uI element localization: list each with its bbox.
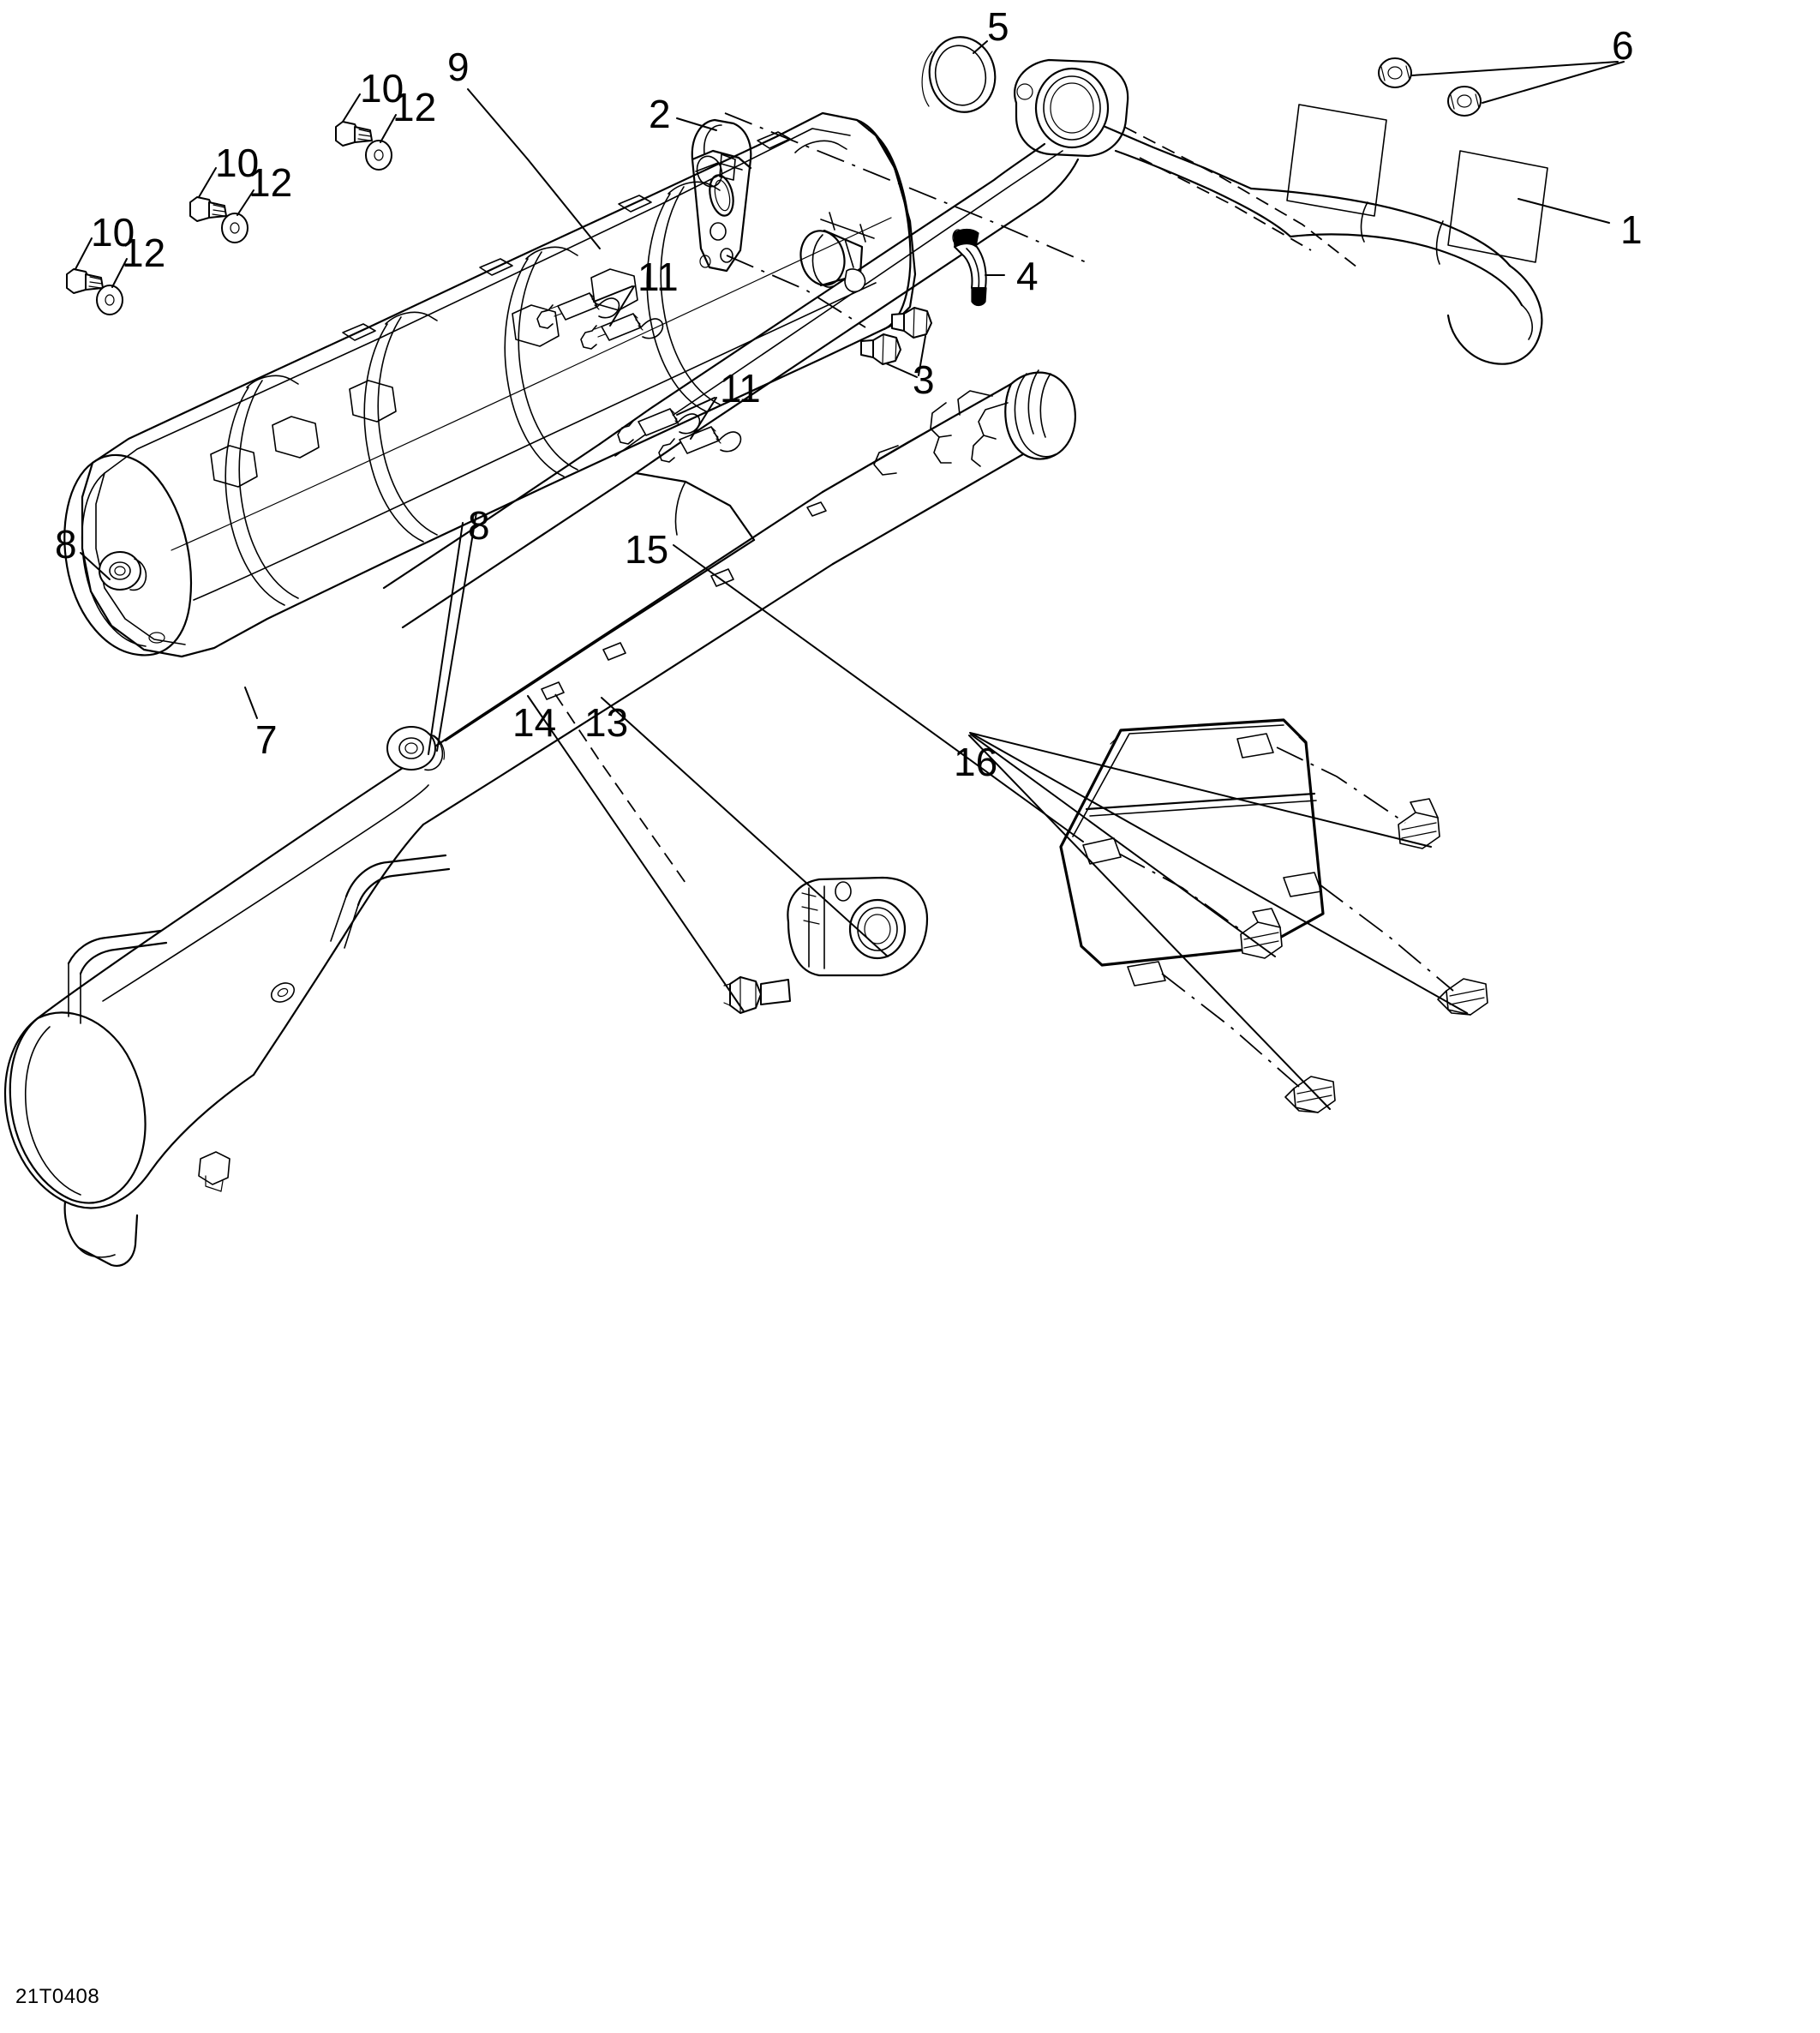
leader-16c	[970, 734, 1276, 957]
callout-10-b: 10	[215, 141, 260, 185]
alignment-shield-clip-4	[1161, 973, 1300, 1088]
leader-12c	[111, 258, 128, 288]
leader-5	[973, 40, 988, 54]
callout-5: 5	[987, 4, 1009, 49]
part-12-shield-washers	[96, 140, 392, 315]
callout-9: 9	[447, 45, 470, 89]
callout-12-a: 12	[392, 85, 437, 129]
callout-11-lower: 11	[720, 366, 761, 411]
leader-11b-1	[676, 397, 715, 416]
part-4-rubber-hose	[952, 228, 987, 307]
part-9-muffler-heat-shield	[63, 111, 917, 658]
callout-12-c: 12	[122, 231, 166, 275]
leader-11a-1	[593, 285, 633, 303]
callout-16: 16	[954, 740, 998, 784]
part-16-retaining-clips	[1240, 798, 1488, 1113]
leader-10a	[342, 93, 361, 123]
sheet-code: 21T0408	[15, 1985, 100, 2008]
part-14-hex-flange-screw	[723, 976, 791, 1014]
part-7-muffler-assembly	[3, 369, 1076, 1267]
alignment-shield-clip-1	[1276, 747, 1406, 824]
leader-14b	[527, 695, 745, 1012]
part-3-flange-bolts	[860, 307, 932, 365]
callout-11-upper: 11	[638, 255, 679, 299]
leader-3a	[885, 363, 918, 378]
callout-10-c: 10	[91, 210, 135, 255]
callout-14: 14	[512, 700, 557, 745]
leader-8a	[428, 522, 464, 755]
callout-12-b: 12	[248, 160, 293, 205]
leader-16b	[971, 733, 1468, 1014]
part-13-mounting-flange	[787, 876, 929, 977]
alignment-pipe-to-flange	[554, 693, 686, 884]
callout-10-a: 10	[360, 66, 404, 111]
callout-2: 2	[649, 92, 671, 136]
leader-11b-2	[690, 397, 717, 440]
callout-1: 1	[1620, 207, 1643, 252]
part-11-springs-lower	[617, 408, 742, 463]
part-8-grommets	[99, 551, 446, 771]
leader-3b	[918, 335, 926, 376]
leader-10c	[75, 237, 93, 270]
leader-10b	[198, 167, 217, 198]
leader-12a	[380, 114, 397, 143]
part-6-flange-nuts	[1378, 57, 1482, 117]
alignment-bracket-to-pipe	[724, 112, 1091, 265]
part-15-pipe-heat-shield	[1059, 718, 1325, 987]
leader-13b	[601, 697, 889, 957]
callout-3: 3	[913, 357, 935, 402]
leader-9	[467, 88, 601, 249]
callout-7: 7	[255, 717, 278, 762]
leader-16d	[968, 735, 1331, 1110]
callout-4: 4	[1016, 254, 1039, 298]
callout-15: 15	[625, 527, 669, 572]
pipe-clamp-collar	[799, 212, 875, 293]
part-2-support-bracket	[691, 118, 752, 273]
leader-15	[673, 544, 1084, 843]
leader-7b	[244, 687, 258, 719]
callout-8-lower: 8	[55, 522, 77, 567]
leader-8-upper	[436, 512, 477, 752]
leader-2	[676, 117, 717, 131]
leader-1	[1518, 198, 1610, 224]
callout-8-upper: 8	[468, 503, 490, 548]
part-5-gasket-ring	[921, 36, 997, 113]
leader-8c	[80, 552, 111, 580]
alignment-shield-clip-3	[1118, 853, 1245, 933]
leader-11a-2	[609, 285, 635, 327]
callout-13: 13	[584, 700, 629, 745]
alignment-shield-clip-2	[1319, 884, 1454, 992]
alignment-bracket-to-bolts	[726, 255, 866, 328]
leader-6b	[1482, 61, 1625, 104]
leader-6a	[1411, 61, 1619, 76]
leader-12b	[236, 189, 254, 216]
part-11-springs-upper	[536, 292, 664, 350]
part-1-exhaust-pipe	[598, 58, 1548, 475]
callout-6: 6	[1612, 23, 1634, 68]
leader-16a	[969, 732, 1432, 848]
